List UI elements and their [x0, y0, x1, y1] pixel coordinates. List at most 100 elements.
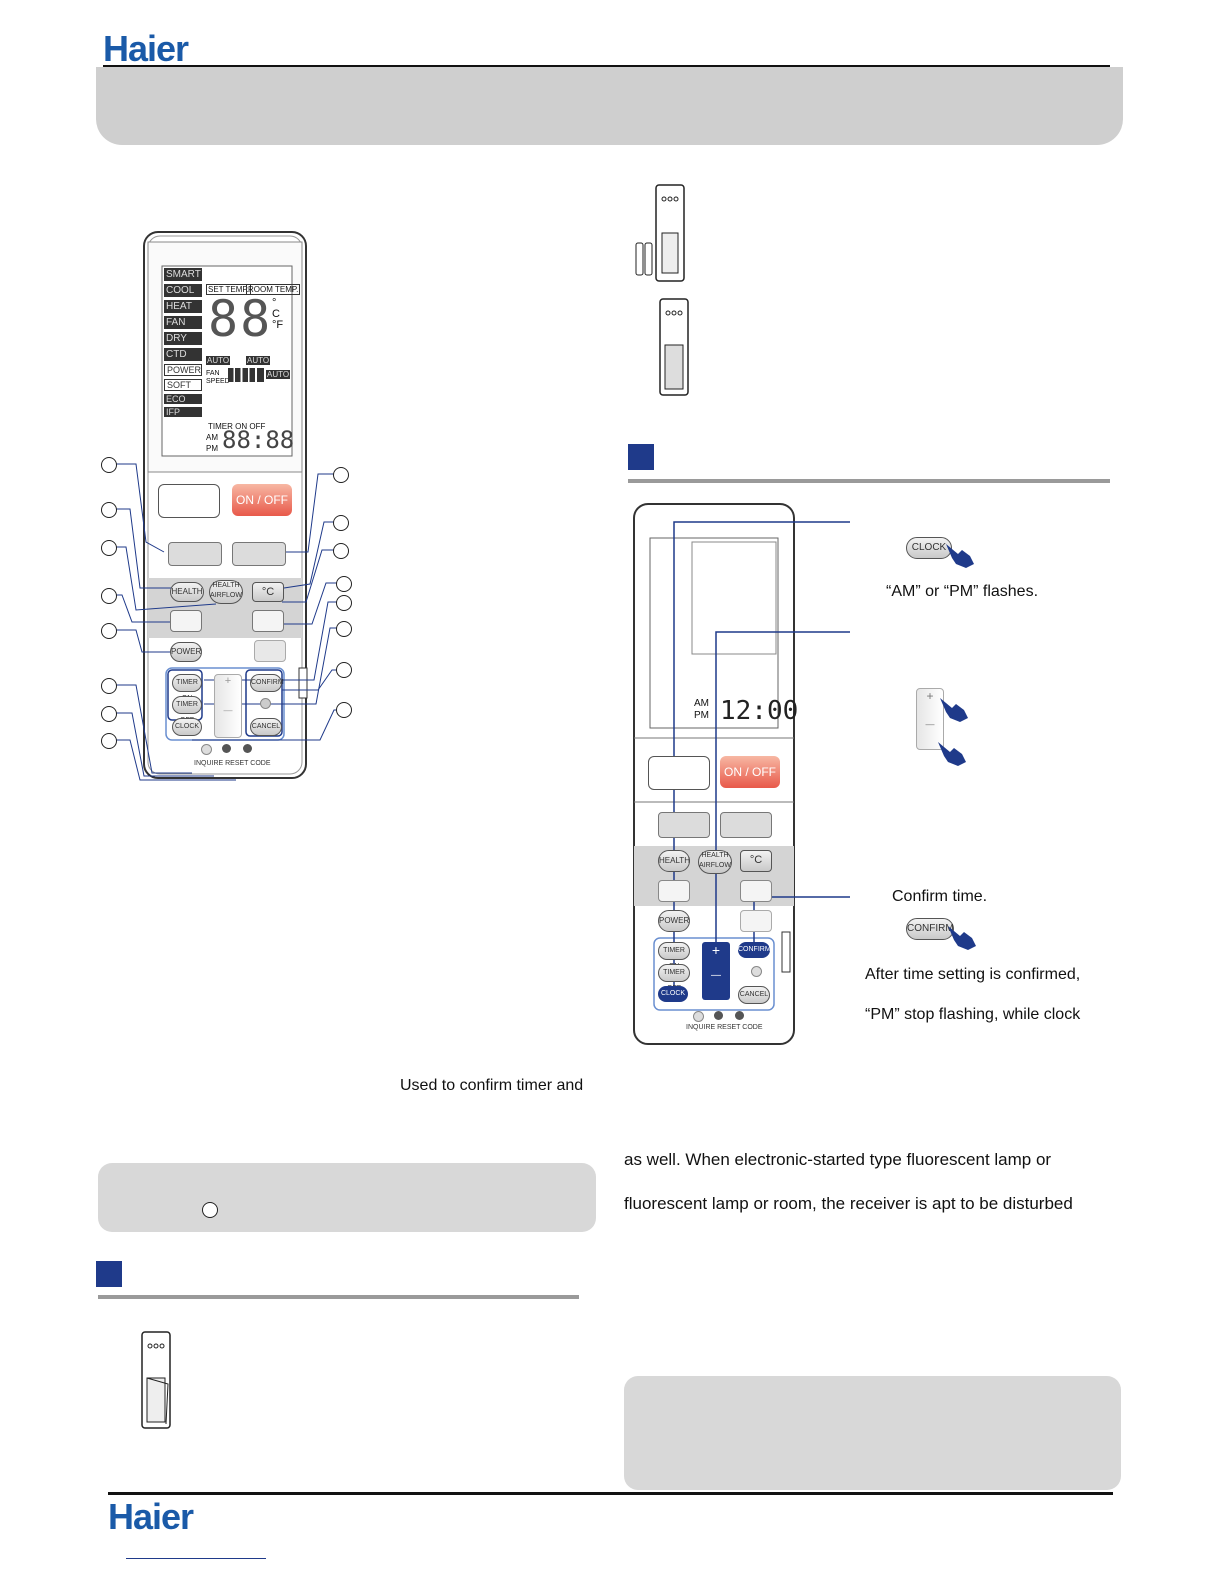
callout-marker	[101, 588, 117, 604]
lcd-mode-smart: SMART	[164, 268, 202, 281]
clock-inquire-dot[interactable]	[693, 1011, 704, 1022]
lcd-big-digits: 88	[208, 290, 273, 348]
plus-minus-rocker[interactable]: + —	[214, 674, 242, 738]
lcd-fan-speed: FAN SPEED	[206, 370, 230, 385]
clock-swing-right-button[interactable]	[740, 880, 772, 902]
callout-marker	[333, 515, 349, 531]
fan-button[interactable]	[232, 542, 286, 566]
clock-swing-left-button[interactable]	[658, 880, 690, 902]
battery-step-image-2	[656, 297, 692, 397]
power-button[interactable]: POWER	[170, 642, 202, 662]
note-panel-left	[98, 1163, 596, 1232]
clock-timer-off-button[interactable]: TIMER OFF	[658, 964, 690, 992]
indicator-dot	[260, 698, 271, 709]
pm-stop-text: “PM” stop flashing, while clock	[865, 1006, 1081, 1023]
timer-on-button[interactable]: TIMER ON	[172, 674, 202, 702]
callout-marker	[336, 621, 352, 637]
clock-clock-button-highlight[interactable]: CLOCK	[658, 986, 688, 1002]
callout-marker	[101, 623, 117, 639]
celsius-button[interactable]: °C	[252, 582, 284, 602]
header-logo: Haier	[103, 28, 189, 69]
lcd-units: °C°F	[272, 297, 284, 331]
callout-marker	[101, 502, 117, 518]
step-confirm-button: CONFIRM	[906, 918, 954, 940]
callout-marker	[336, 702, 352, 718]
clock-cancel-button[interactable]: CANCEL	[738, 986, 770, 1004]
lcd-auto-right: AUTO	[266, 370, 291, 379]
clock-timer-on-button[interactable]: TIMER ON	[658, 942, 690, 970]
lcd-auto-left: AUTO	[206, 356, 231, 365]
clock-lcd-pm: PM	[694, 710, 709, 721]
clock-inquire-label: INQUIRE	[686, 1024, 716, 1031]
fluorescent-text-line2: fluorescent lamp or room, the receiver i…	[624, 1194, 1073, 1213]
health-airflow-button[interactable]: HEALTH AIRFLOW	[209, 580, 243, 604]
clock-health-airflow-button[interactable]: HEALTH AIRFLOW	[698, 850, 732, 874]
clock-mode-button[interactable]	[658, 812, 710, 838]
pointing-hand-icon	[946, 922, 980, 952]
confirm-time-text: Confirm time.	[892, 888, 988, 905]
lcd-timer-on: TIMER ON	[208, 422, 248, 431]
confirm-button[interactable]: CONFIRM	[250, 674, 284, 692]
lcd-auto-mid: AUTO	[246, 356, 271, 365]
code-dot[interactable]	[243, 744, 252, 753]
lcd-mode-heat: HEAT	[164, 300, 202, 313]
clock-confirm-highlight[interactable]: CONFIRM	[738, 942, 771, 958]
callout-marker	[336, 576, 352, 592]
callout-marker	[333, 543, 349, 559]
footer-underline	[126, 1558, 266, 1559]
clock-lcd-time: 12:00	[720, 696, 799, 726]
on-off-button[interactable]: ON / OFF	[232, 484, 292, 516]
section-marker-left	[96, 1261, 122, 1287]
clock-plus-label: +	[711, 942, 721, 958]
inquire-dot[interactable]	[201, 744, 212, 755]
step-clock-button: CLOCK	[906, 537, 952, 559]
confirm-description: Used to confirm timer and	[400, 1077, 584, 1094]
mode-button[interactable]	[168, 542, 222, 566]
clock-code-label: CODE	[742, 1024, 763, 1031]
lcd-fan-bars	[228, 368, 264, 382]
lcd-mode-soft: SOFT	[164, 379, 202, 391]
pointing-hand-icon	[936, 738, 970, 768]
lcd-mode-ctd: CTD	[164, 348, 202, 361]
cancel-button[interactable]: CANCEL	[250, 718, 282, 736]
lcd-timer-label: TIMER ON OFF	[208, 422, 265, 431]
health-button[interactable]: HEALTH	[170, 582, 204, 602]
clock-celsius-button[interactable]: °C	[740, 850, 772, 872]
clock-fan-button[interactable]	[720, 812, 772, 838]
callout-marker	[101, 706, 117, 722]
step-minus-label: —	[925, 719, 935, 729]
am-pm-flashes-text: “AM” or “PM” flashes.	[886, 583, 1039, 600]
step-plus-minus-rocker: + —	[916, 688, 944, 750]
clock-sleep-button[interactable]	[740, 910, 772, 932]
clock-power-button[interactable]: POWER	[658, 910, 690, 932]
callout-marker	[101, 540, 117, 556]
clock-remote-diagram: AM PM 12:00 ON / OFF HEALTH HEALTH AIRFL…	[630, 502, 860, 1047]
lcd-mode-list: SMART COOL HEAT FAN DRY CTD POWER SOFT E…	[164, 268, 202, 417]
swing-right-button[interactable]	[252, 610, 284, 632]
pointing-hand-icon	[938, 694, 972, 724]
clock-reset-dot[interactable]	[714, 1011, 723, 1020]
reset-dot[interactable]	[222, 744, 231, 753]
timer-off-button[interactable]: TIMER OFF	[172, 696, 202, 724]
lcd-mode-ifp: IFP	[164, 407, 202, 417]
swing-left-button[interactable]	[170, 610, 202, 632]
lcd-mode-eco: ECO	[164, 394, 202, 404]
fluorescent-text-line1: as well. When electronic-started type fl…	[624, 1150, 1052, 1169]
callout-marker	[101, 733, 117, 749]
sleep-button[interactable]	[254, 640, 286, 662]
clock-plus-minus-highlight[interactable]: + —	[702, 942, 730, 1000]
clock-code-dot[interactable]	[735, 1011, 744, 1020]
clock-bottom-key-labels: INQUIRE RESET CODE	[686, 1024, 763, 1031]
clock-reset-label: RESET	[717, 1024, 741, 1031]
reset-label: RESET	[225, 760, 249, 767]
clock-indicator-dot	[751, 966, 762, 977]
clock-on-off-button[interactable]: ON / OFF	[720, 756, 780, 788]
clock-blank-button[interactable]	[648, 756, 710, 790]
pointing-hand-icon	[944, 540, 978, 570]
clock-health-button[interactable]: HEALTH	[658, 850, 690, 872]
clock-button[interactable]: CLOCK	[172, 718, 202, 736]
lcd-mode-fan: FAN	[164, 316, 202, 329]
blank-button[interactable]	[158, 484, 220, 518]
callout-marker	[336, 595, 352, 611]
lcd-am: AM	[206, 433, 218, 442]
